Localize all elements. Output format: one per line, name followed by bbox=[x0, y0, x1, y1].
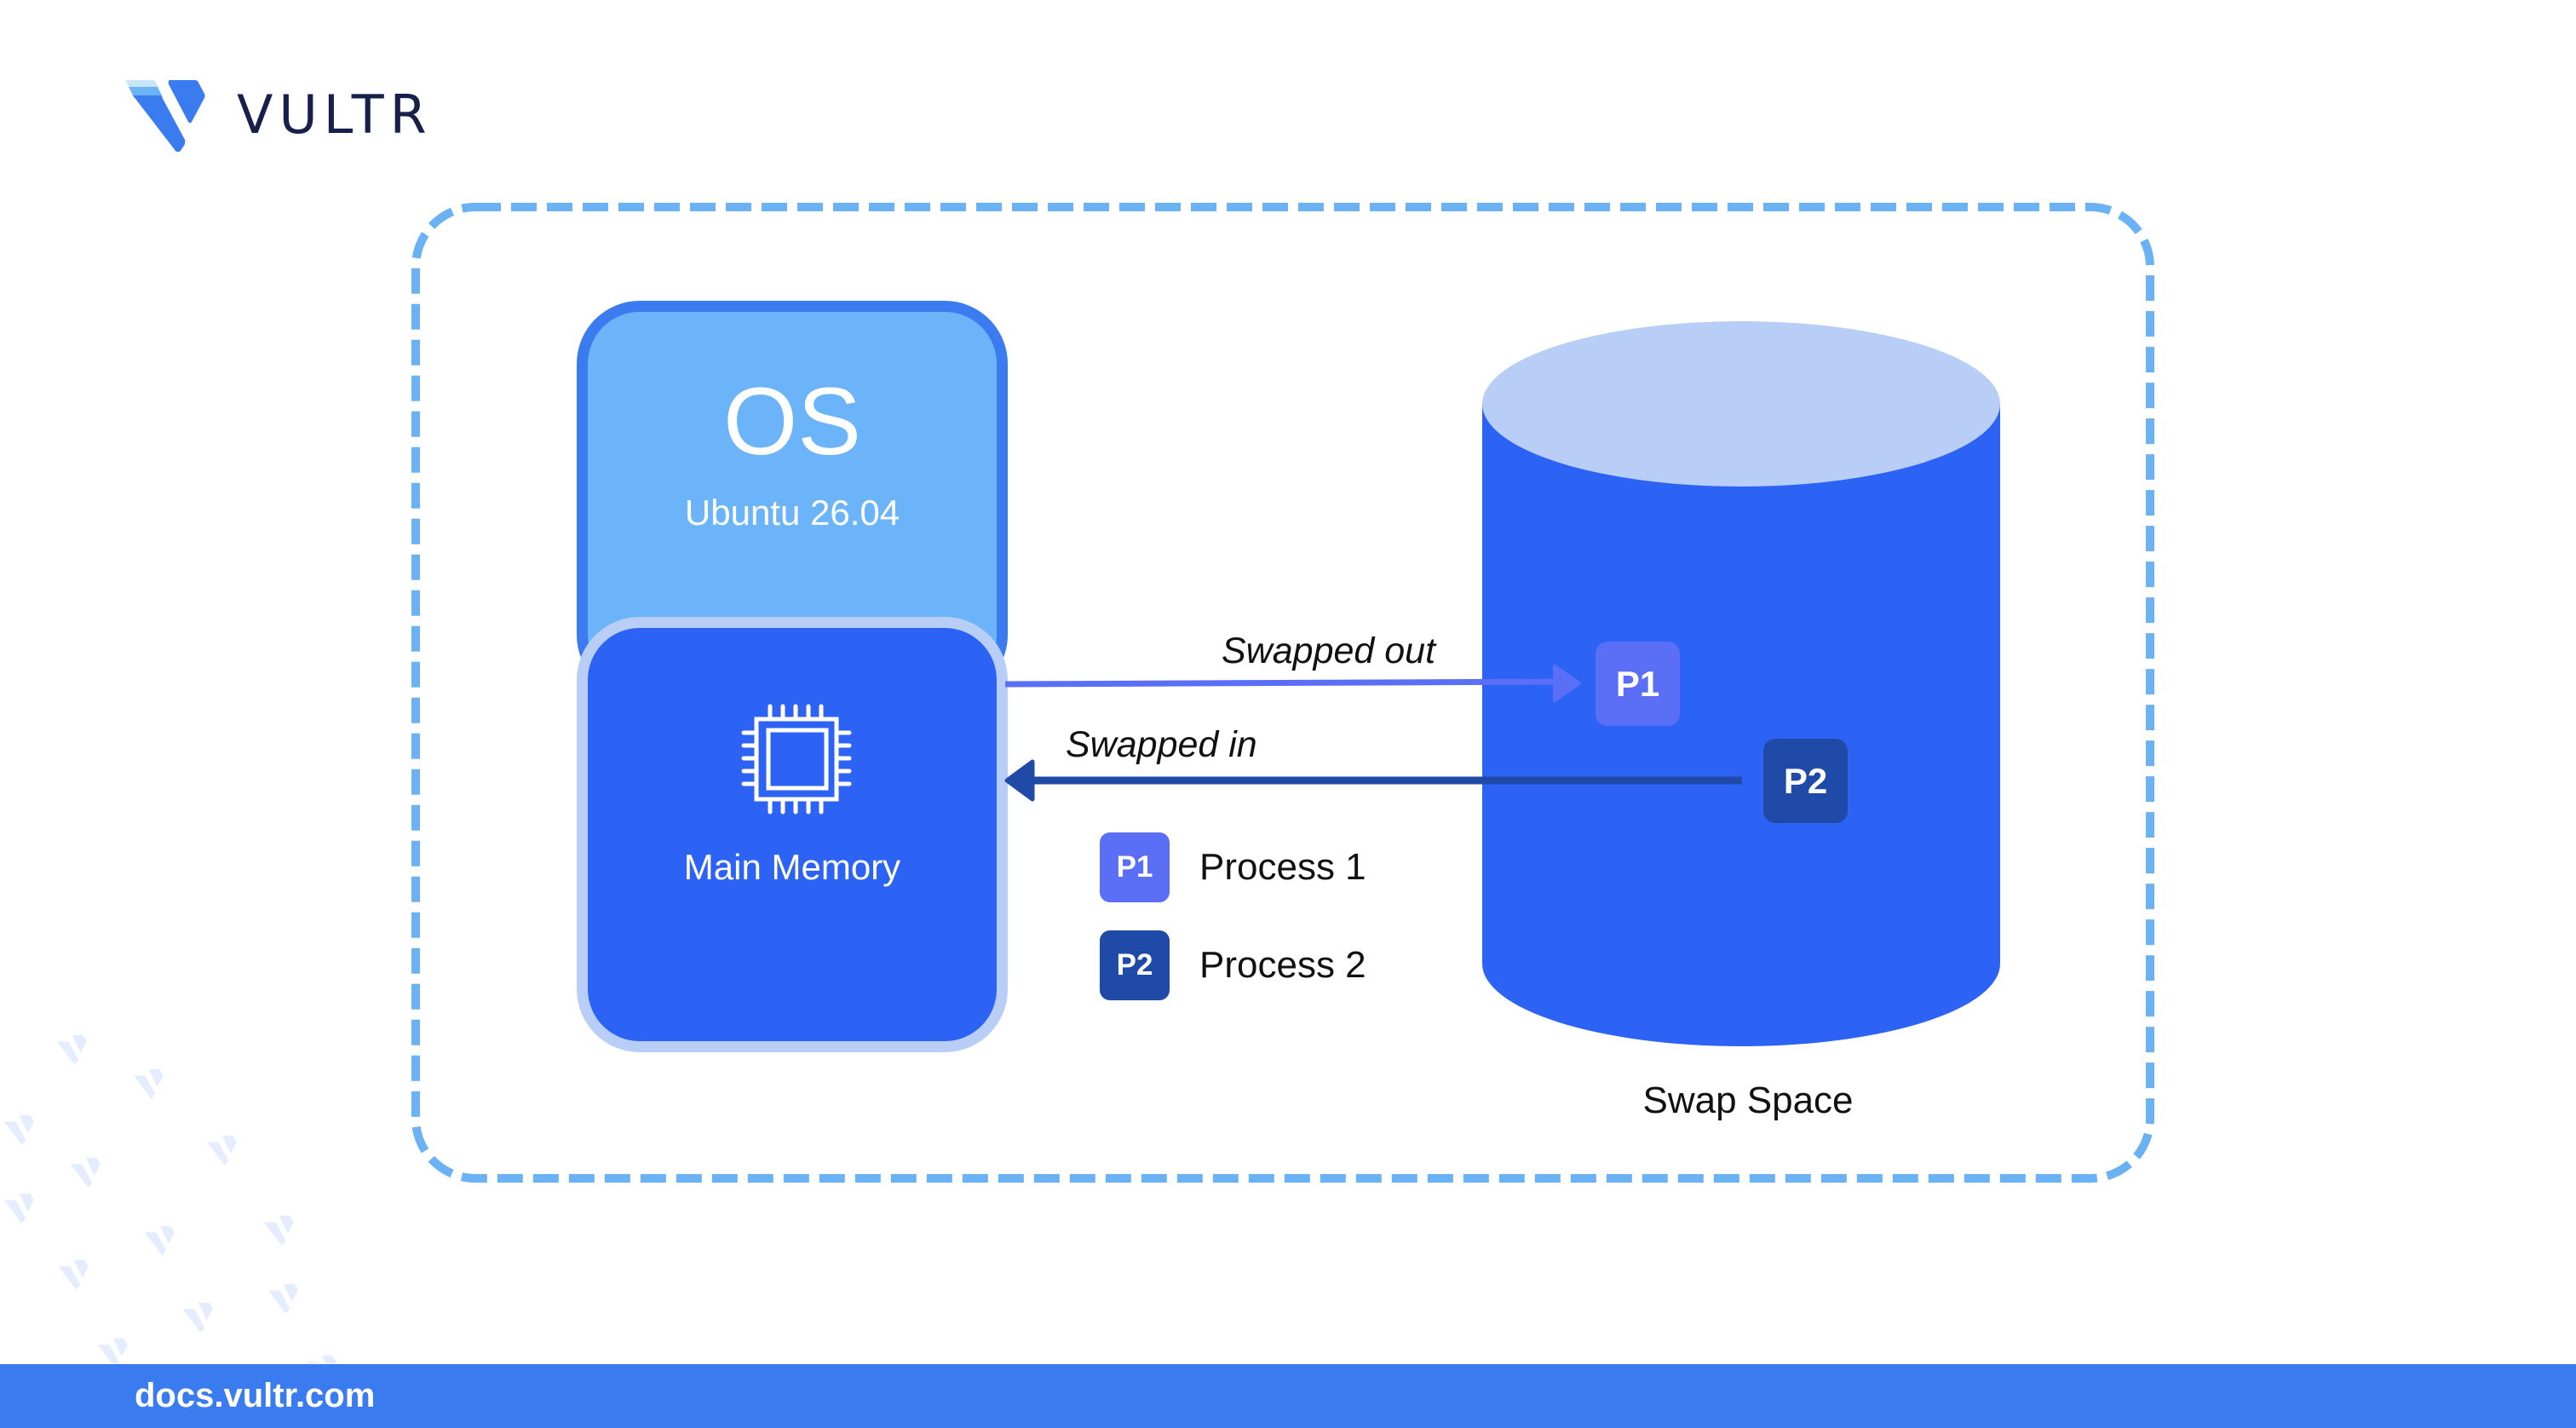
watermark-logo-icon bbox=[144, 1225, 175, 1256]
watermark-pattern bbox=[3, 1034, 336, 1363]
watermark-logo-icon bbox=[267, 1283, 298, 1314]
main-memory-box bbox=[577, 617, 1008, 1052]
legend-p1-label: Process 1 bbox=[1199, 846, 1366, 888]
os-version: Ubuntu 26.04 bbox=[684, 492, 900, 533]
watermark-logo-icon bbox=[133, 1068, 164, 1099]
legend-p2-badge: P2 bbox=[1100, 930, 1170, 1000]
watermark-logo-icon bbox=[306, 1355, 336, 1363]
diagram-frame bbox=[411, 203, 2154, 1183]
process-1-badge: P1 bbox=[1596, 642, 1680, 726]
brand-name: VULTR bbox=[237, 83, 433, 146]
watermark-logo-icon bbox=[182, 1302, 213, 1333]
swap-space-cylinder bbox=[1482, 321, 2000, 1046]
legend-p1-badge: P1 bbox=[1100, 832, 1170, 902]
watermark-logo-icon bbox=[97, 1338, 128, 1363]
watermark-logo-icon bbox=[206, 1135, 237, 1166]
swapped-out-label: Swapped out bbox=[1222, 631, 1436, 671]
vultr-logo-icon bbox=[125, 80, 205, 152]
footer-bar bbox=[0, 1364, 2576, 1428]
swap-space-label: Swap Space bbox=[1642, 1080, 1854, 1121]
watermark-logo-icon bbox=[3, 1114, 34, 1145]
cpu-chip-icon bbox=[741, 704, 852, 815]
main-memory-label: Main Memory bbox=[683, 847, 901, 887]
watermark-logo-icon bbox=[263, 1215, 294, 1246]
os-title: OS bbox=[723, 368, 861, 475]
swapped-in-label: Swapped in bbox=[1066, 724, 1257, 765]
watermark-logo-icon bbox=[3, 1193, 34, 1224]
swapped-out-arrow bbox=[1004, 665, 1581, 702]
legend-p2-label: Process 2 bbox=[1199, 944, 1366, 986]
swapped-in-arrow bbox=[1004, 759, 1742, 802]
watermark-logo-icon bbox=[56, 1034, 87, 1065]
watermark-logo-icon bbox=[58, 1259, 89, 1290]
watermark-logo-icon bbox=[70, 1157, 101, 1188]
process-2-badge: P2 bbox=[1763, 739, 1848, 823]
footer-url[interactable]: docs.vultr.com bbox=[135, 1377, 376, 1414]
swap-arrows bbox=[1004, 665, 1742, 802]
